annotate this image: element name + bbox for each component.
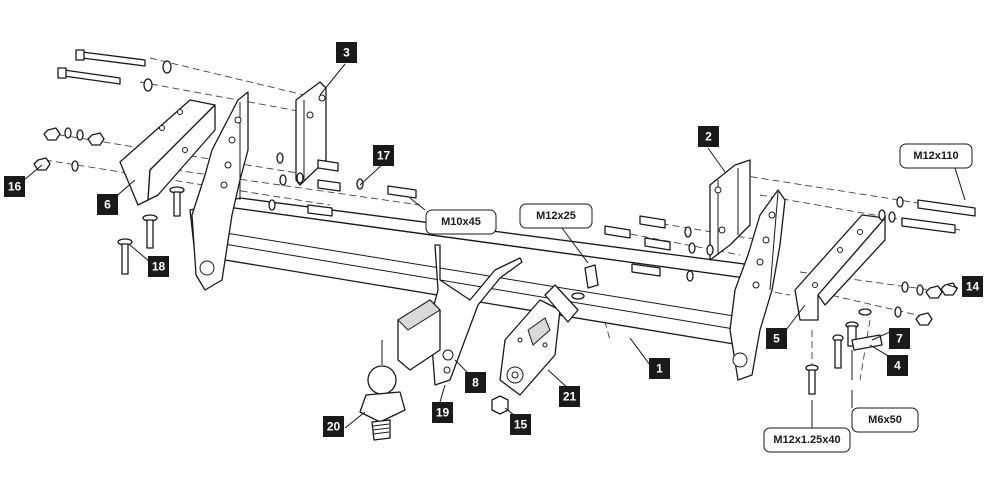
bolt-m12x25 bbox=[571, 264, 599, 300]
svg-text:M12x25: M12x25 bbox=[536, 210, 576, 222]
part-number-1: 1 bbox=[649, 358, 670, 379]
callout-m12x110: M12x110 bbox=[899, 143, 973, 169]
right-nuts-14 bbox=[894, 281, 958, 326]
svg-text:1: 1 bbox=[656, 362, 663, 376]
callout-m10x45: M10x45 bbox=[425, 209, 497, 235]
svg-text:M6x50: M6x50 bbox=[868, 414, 902, 426]
part-number-17: 17 bbox=[373, 145, 394, 166]
left-side-plate bbox=[191, 91, 249, 291]
right-bolts bbox=[604, 215, 714, 282]
part-number-8: 8 bbox=[465, 372, 486, 393]
small-bracket-4-7 bbox=[832, 308, 883, 380]
tow-neck bbox=[397, 244, 523, 386]
svg-text:5: 5 bbox=[773, 332, 780, 346]
right-angle-bracket bbox=[794, 214, 886, 321]
part-number-3: 3 bbox=[336, 42, 357, 63]
callout-m12x25: M12x25 bbox=[519, 203, 593, 229]
svg-text:4: 4 bbox=[894, 359, 901, 373]
svg-text:M12x1.25x40: M12x1.25x40 bbox=[773, 434, 840, 446]
part-number-7: 7 bbox=[889, 328, 910, 349]
left-angle-bracket bbox=[119, 99, 216, 206]
part-number-18: 18 bbox=[148, 256, 169, 277]
svg-text:6: 6 bbox=[104, 198, 111, 212]
left-short-bolts bbox=[33, 127, 105, 172]
upper-right-plate bbox=[709, 159, 751, 261]
upper-left-plate bbox=[295, 81, 327, 186]
part-number-5: 5 bbox=[766, 328, 787, 349]
svg-text:2: 2 bbox=[705, 130, 712, 144]
svg-text:15: 15 bbox=[514, 418, 528, 432]
part-number-19: 19 bbox=[432, 402, 453, 423]
svg-text:M12x110: M12x110 bbox=[913, 150, 958, 162]
svg-text:M10x45: M10x45 bbox=[441, 216, 481, 228]
left-long-bolts bbox=[57, 49, 172, 92]
svg-text:8: 8 bbox=[472, 376, 479, 390]
socket-plate bbox=[499, 284, 579, 396]
svg-text:18: 18 bbox=[152, 260, 166, 274]
middle-bolts bbox=[268, 152, 417, 217]
svg-text:7: 7 bbox=[896, 332, 903, 346]
bolt-m12x125x40 bbox=[805, 364, 819, 395]
part-number-6: 6 bbox=[97, 194, 118, 215]
svg-text:3: 3 bbox=[343, 46, 350, 60]
part-number-16: 16 bbox=[4, 176, 25, 197]
part-number-2: 2 bbox=[698, 126, 719, 147]
svg-text:20: 20 bbox=[327, 420, 341, 434]
callout-m6x50: M6x50 bbox=[851, 407, 919, 433]
vertical-bolts-18 bbox=[117, 186, 185, 275]
svg-text:14: 14 bbox=[966, 280, 980, 294]
part-number-15: 15 bbox=[510, 414, 531, 435]
tow-ball bbox=[359, 340, 406, 441]
callout-m12x125x40: M12x1.25x40 bbox=[763, 427, 851, 453]
right-side-plate bbox=[729, 189, 786, 381]
part-number-20: 20 bbox=[323, 416, 344, 437]
right-long-bolts bbox=[878, 196, 976, 234]
svg-text:16: 16 bbox=[8, 180, 22, 194]
part-number-14: 14 bbox=[962, 276, 983, 297]
part-number-4: 4 bbox=[887, 355, 908, 376]
svg-text:19: 19 bbox=[436, 406, 450, 420]
part-number-21: 21 bbox=[559, 386, 580, 407]
svg-text:21: 21 bbox=[563, 390, 577, 404]
svg-text:17: 17 bbox=[377, 149, 391, 163]
nut-15 bbox=[491, 395, 509, 415]
